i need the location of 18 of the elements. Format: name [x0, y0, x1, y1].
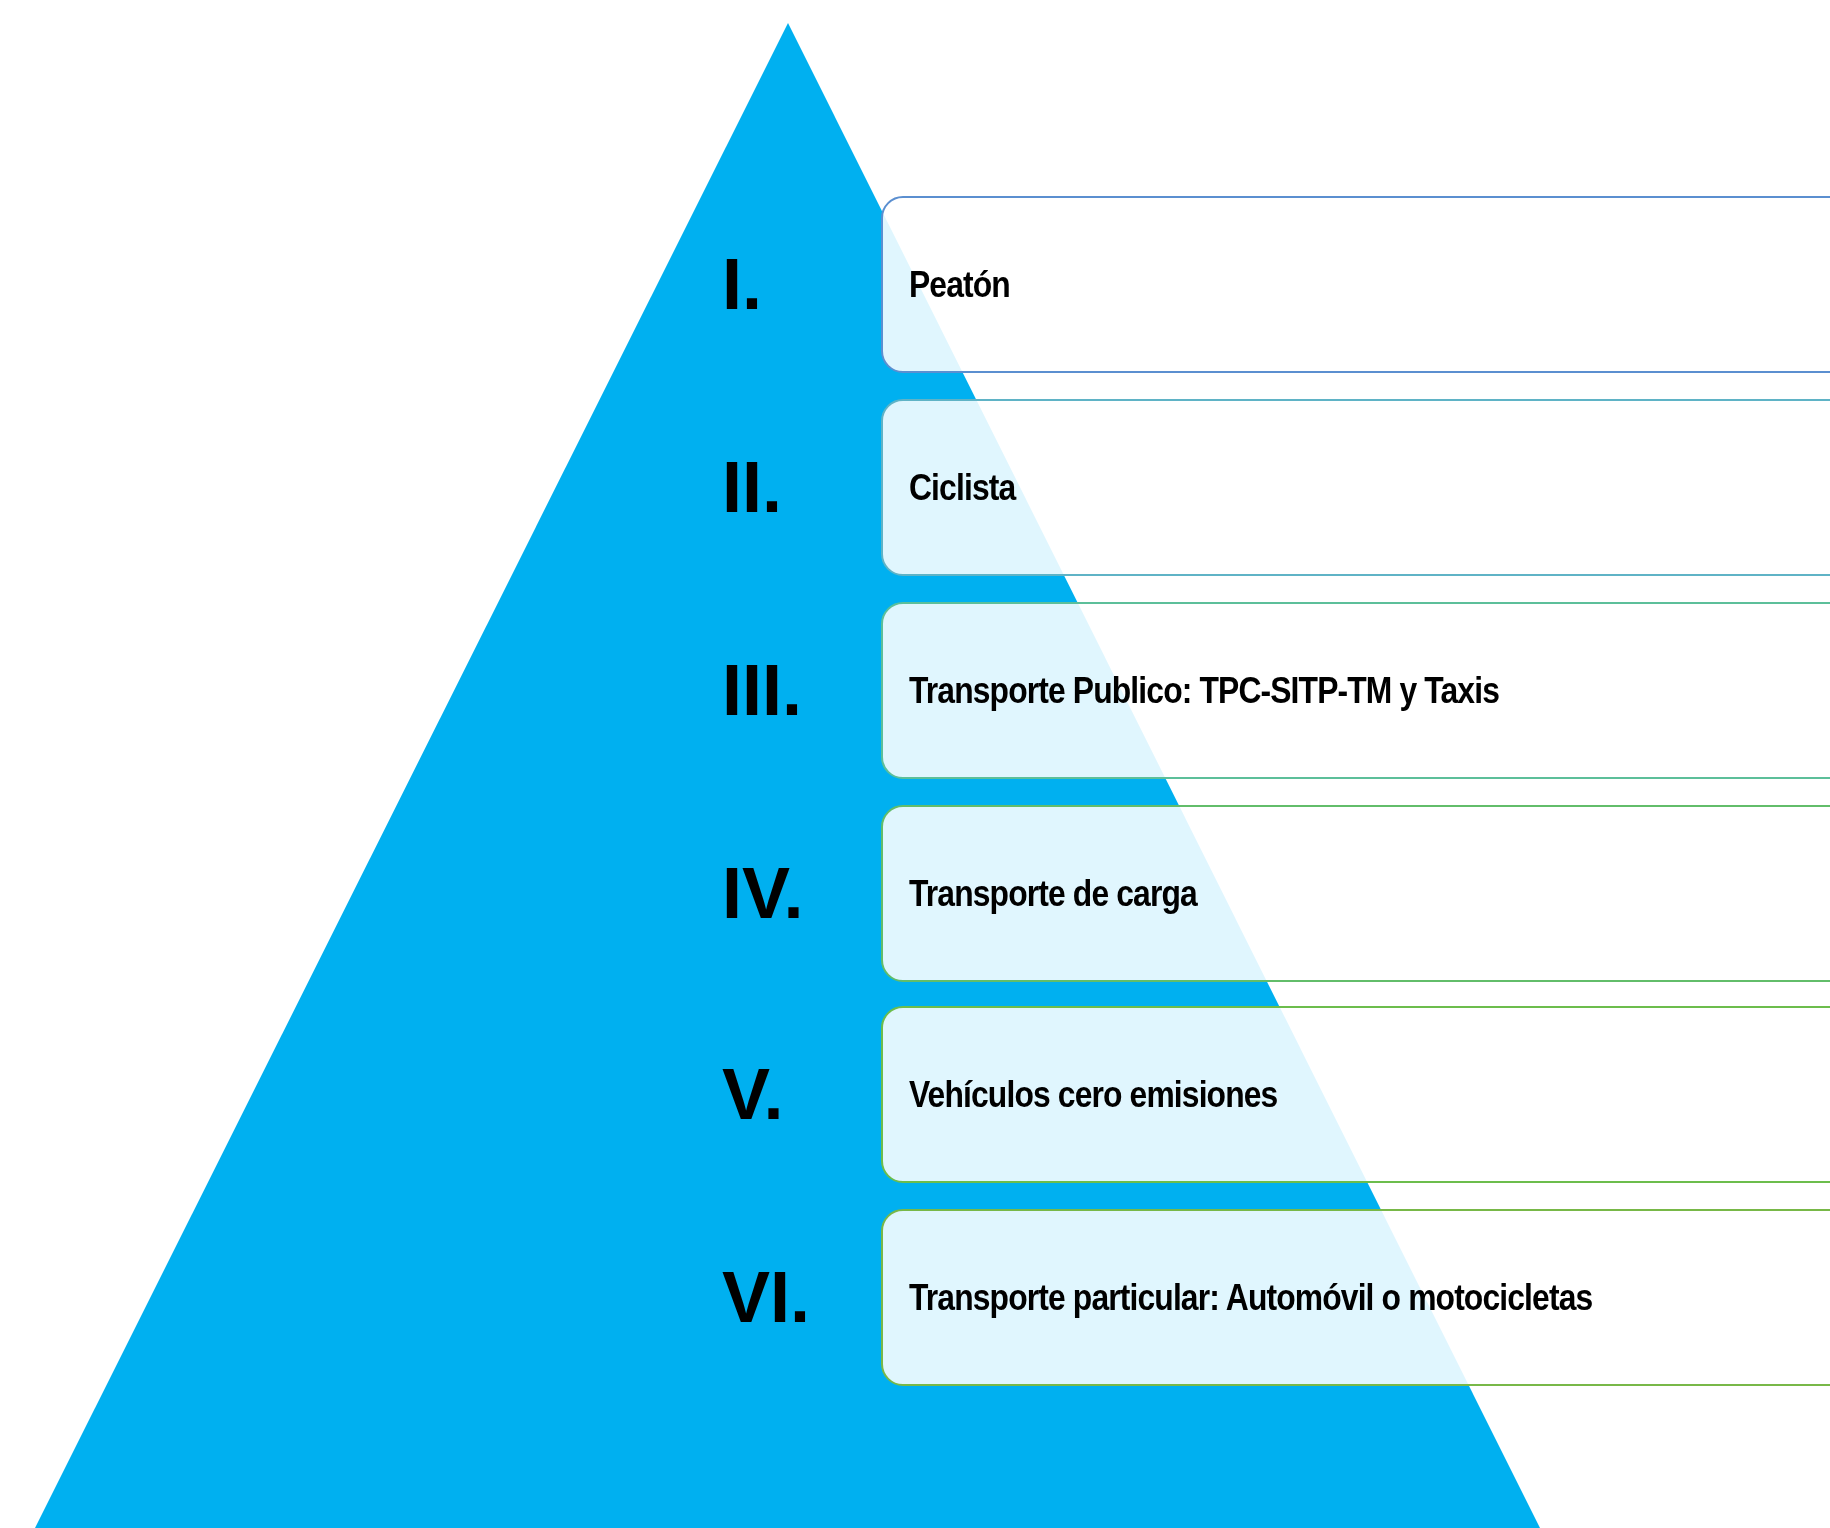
- level-box: [881, 399, 1830, 576]
- level-text: Transporte Publico: TPC-SITP-TM y Taxis: [909, 668, 1499, 713]
- level-box: [881, 602, 1830, 779]
- level-text: Transporte particular: Automóvil o motocicletas: [909, 1275, 1593, 1320]
- level-text: Transporte de carga: [909, 871, 1197, 916]
- roman-numeral: IV.: [722, 857, 804, 929]
- level-box: [881, 1209, 1830, 1386]
- roman-numeral: V.: [722, 1058, 784, 1130]
- level-text: Vehículos cero emisiones: [909, 1072, 1278, 1117]
- roman-numeral: III.: [722, 654, 802, 726]
- roman-numeral: II.: [722, 451, 782, 523]
- level-box: [881, 1006, 1830, 1183]
- level-box: [881, 805, 1830, 982]
- roman-numeral: VI.: [722, 1261, 811, 1333]
- level-text: Ciclista: [909, 465, 1016, 510]
- level-text: Peatón: [909, 262, 1010, 307]
- roman-numeral: I.: [722, 248, 762, 320]
- level-box: [881, 196, 1830, 373]
